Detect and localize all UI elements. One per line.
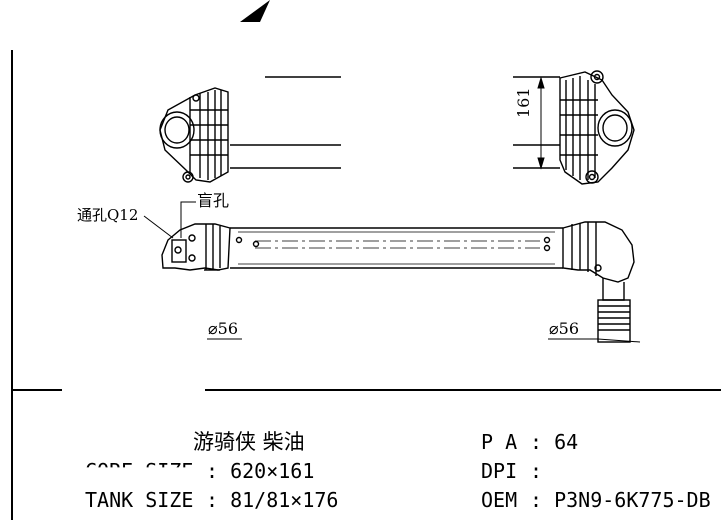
diameter-right: ⌀56 bbox=[549, 319, 579, 338]
height-dimension: 161 bbox=[514, 87, 533, 118]
right-end-tank-front-view bbox=[562, 221, 635, 343]
dpi-value: : bbox=[530, 459, 543, 483]
height-dimension-line bbox=[537, 76, 545, 170]
oem-value: : P3N9-6K775-DB bbox=[530, 488, 711, 512]
corner-mark bbox=[240, 0, 270, 22]
model-name: 游骑侠 柴油 bbox=[193, 430, 305, 454]
right-end-tank-top-view bbox=[513, 70, 635, 185]
blind-hole-callout: 盲孔 bbox=[197, 191, 230, 210]
core-size-value: : 620×161 bbox=[206, 459, 315, 483]
core-size-label: CORE SIZE bbox=[85, 459, 194, 483]
pa-value: : 64 bbox=[530, 430, 579, 454]
tank-size-label: TANK SIZE bbox=[85, 488, 194, 512]
diameter-left: ⌀56 bbox=[208, 319, 238, 338]
oem-label: OEM bbox=[481, 488, 518, 512]
diameter-right-leader bbox=[597, 338, 641, 343]
left-end-tank-top-view bbox=[159, 87, 229, 183]
through-hole-leader bbox=[143, 215, 174, 239]
blind-hole-leader bbox=[180, 201, 196, 238]
core-body-front-view bbox=[230, 227, 563, 269]
through-hole-callout: 通孔Q12 bbox=[77, 206, 139, 224]
dpi-label: DPI bbox=[481, 459, 518, 483]
pa-label: P A bbox=[481, 430, 518, 454]
left-end-tank-front-view bbox=[161, 223, 231, 271]
tank-size-value: : 81/81×176 bbox=[206, 488, 339, 512]
